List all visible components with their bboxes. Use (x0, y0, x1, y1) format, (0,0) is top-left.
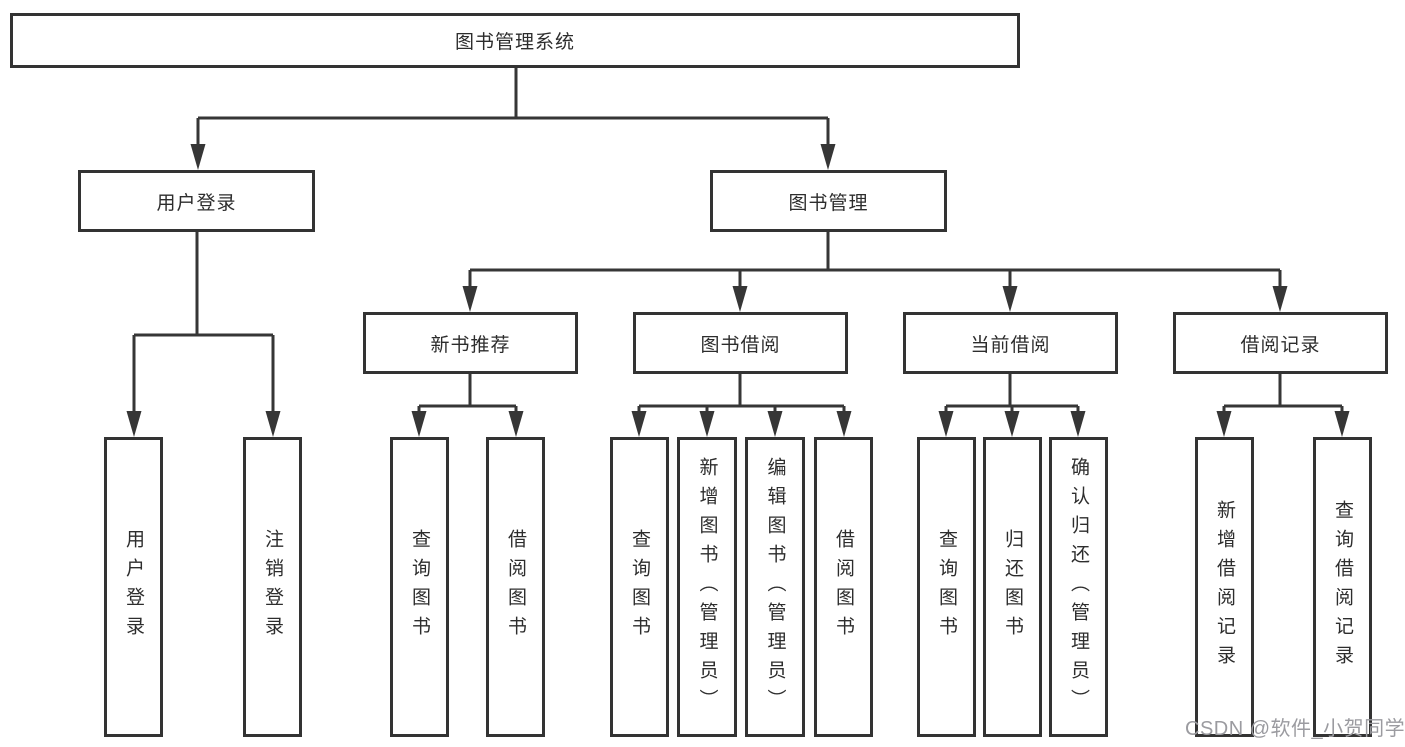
leaf-logout: 注销登录 (243, 437, 302, 737)
leaf-query-books-current: 查询图书 (917, 437, 976, 737)
leaf-label: 借阅图书 (833, 529, 854, 645)
node-new-book-recommend: 新书推荐 (363, 312, 578, 374)
leaf-label: 借阅图书 (505, 529, 526, 645)
leaf-confirm-return-admin: 确认归还（管理员） (1049, 437, 1108, 737)
watermark: CSDN @软件_小贺同学 (1185, 718, 1405, 740)
leaf-return-books: 归还图书 (983, 437, 1042, 737)
leaf-query-books-borrow: 查询图书 (610, 437, 669, 737)
leaf-label: 注销登录 (262, 529, 283, 645)
leaf-edit-book-admin: 编辑图书（管理员） (745, 437, 805, 737)
leaf-label: 用户登录 (123, 529, 144, 645)
leaf-label: 确认归还（管理员） (1068, 456, 1089, 718)
leaf-add-borrow-record: 新增借阅记录 (1195, 437, 1254, 737)
node-user-login: 用户登录 (78, 170, 315, 232)
node-borrow-records: 借阅记录 (1173, 312, 1388, 374)
node-current-borrow: 当前借阅 (903, 312, 1118, 374)
leaf-label: 新增图书（管理员） (696, 456, 718, 718)
node-root-library-system: 图书管理系统 (10, 13, 1020, 68)
leaf-borrow-books-recommend: 借阅图书 (486, 437, 545, 737)
leaf-label: 查询图书 (629, 529, 650, 645)
leaf-label: 新增借阅记录 (1214, 500, 1235, 674)
leaf-add-book-admin: 新增图书（管理员） (677, 437, 737, 737)
leaf-borrow-books-borrow: 借阅图书 (814, 437, 873, 737)
leaf-query-books-recommend: 查询图书 (390, 437, 449, 737)
leaf-query-borrow-record: 查询借阅记录 (1313, 437, 1372, 737)
leaf-label: 查询图书 (409, 529, 430, 645)
node-book-borrow: 图书借阅 (633, 312, 848, 374)
leaf-label: 归还图书 (1002, 529, 1023, 645)
leaf-label: 编辑图书（管理员） (764, 456, 786, 718)
node-book-management: 图书管理 (710, 170, 947, 232)
leaf-label: 查询借阅记录 (1332, 500, 1353, 674)
leaf-label: 查询图书 (936, 529, 957, 645)
leaf-user-login: 用户登录 (104, 437, 163, 737)
